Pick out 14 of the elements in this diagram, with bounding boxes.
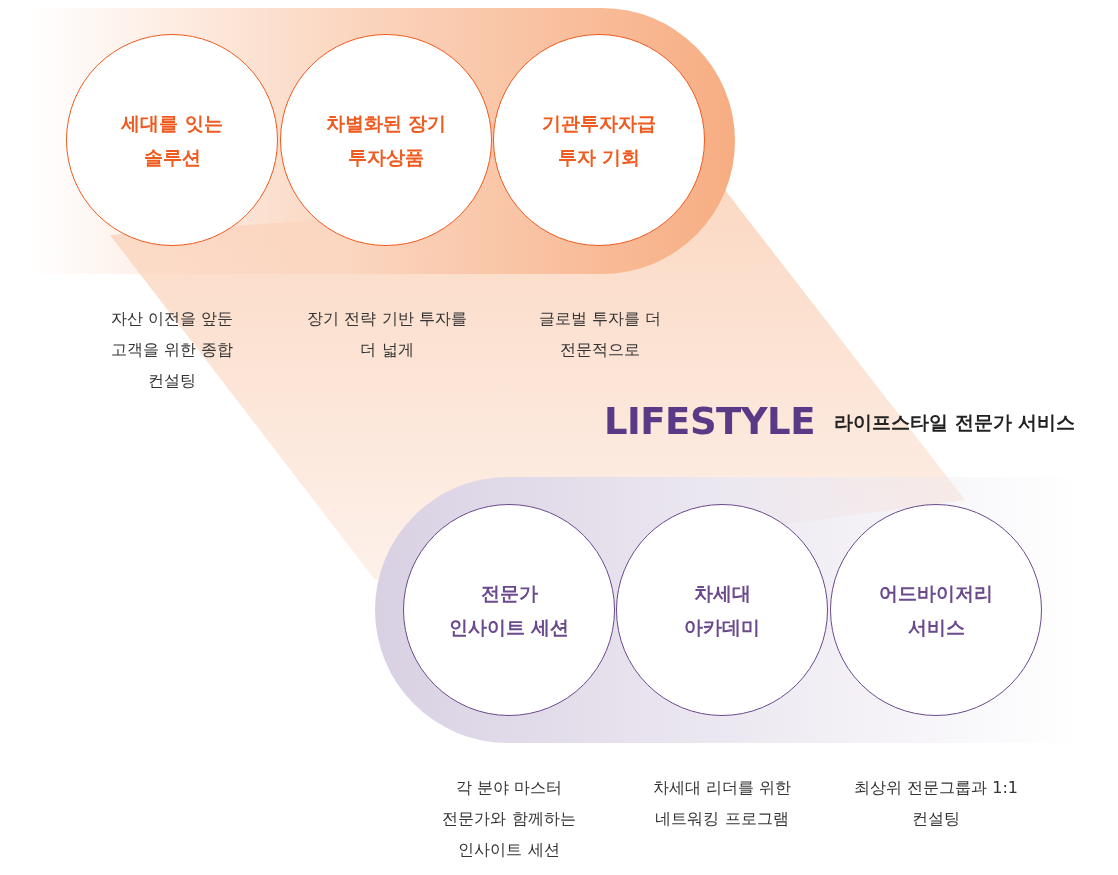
section-subtitle: 라이프스타일 전문가 서비스 (834, 410, 1076, 435)
caption: 차세대 리더를 위한 네트워킹 프로그램 (651, 777, 793, 830)
caption: 각 분야 마스터 전문가와 함께하는 인사이트 세션 (441, 777, 577, 861)
caption: 최상위 전문그룹과 1:1 컨설팅 (853, 777, 1019, 830)
section-heading: LIFESTYLE (604, 400, 815, 443)
caption: 글로벌 투자를 더 전문적으로 (537, 308, 663, 361)
circle-label: 전문가 인사이트 세션 (447, 581, 571, 640)
caption: 장기 전략 기반 투자를 더 넓게 (306, 308, 468, 361)
circle-label: 차세대 아카데미 (683, 581, 761, 640)
circle-label: 어드바이저리 서비스 (878, 581, 994, 640)
circle-label: 차별화된 장기 투자상품 (324, 111, 448, 170)
caption: 자산 이전을 앞둔 고객을 위한 종합 컨설팅 (109, 308, 235, 392)
circle-label: 기관투자자급 투자 기회 (541, 111, 657, 170)
circle-label: 세대를 잇는 솔루션 (120, 111, 224, 170)
